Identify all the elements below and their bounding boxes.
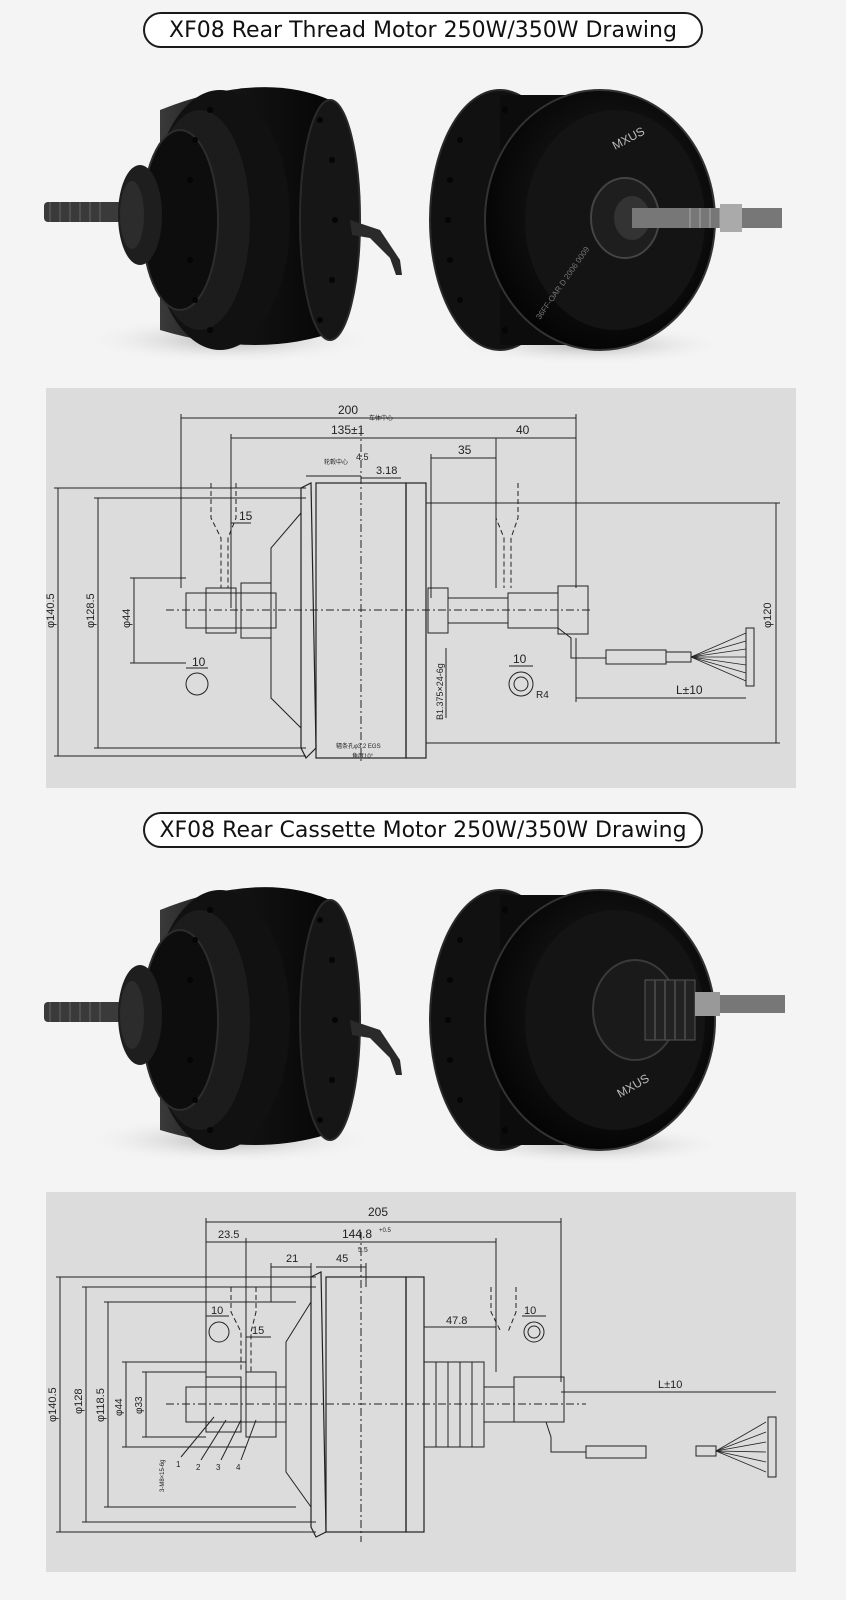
dim-phi-44: φ44 — [121, 609, 133, 628]
dim-phi-128-5: φ128.5 — [85, 593, 97, 628]
cable-length-label: L±10 — [676, 683, 703, 697]
spoke-hole-note: 辐条孔φ3.2 EGS — [336, 742, 381, 750]
dim-phi-140-5: φ140.5 — [47, 1387, 59, 1422]
dim-3-18: 3.18 — [376, 465, 397, 477]
dim-phi-33: φ33 — [134, 1396, 145, 1414]
dim-144-8: 144.8 — [342, 1227, 372, 1241]
dim-15: 15 — [252, 1325, 264, 1337]
dim-phi-140-5: φ140.5 — [46, 593, 57, 628]
cassette-motor-photo-cover-view: MXUS — [429, 889, 785, 1165]
dim-135: 135±1 — [331, 423, 365, 437]
dim-4-5: 4.5 — [356, 452, 369, 462]
dim-21: 21 — [286, 1253, 298, 1265]
motor-photo-side-view — [44, 87, 402, 364]
motor-photo-cover-view: MXUS 36FF-OAR D 2006 0009 — [429, 89, 782, 365]
center-note: 车体中心 — [369, 414, 393, 422]
callout-4: 4 — [236, 1463, 241, 1472]
thread-spec: 3-M8×15-6g — [160, 1459, 166, 1492]
dim-144-8-tolerance: +0.5 — [379, 1228, 392, 1234]
dim-phi-128: φ128 — [73, 1389, 85, 1415]
dim-23-5: 23.5 — [218, 1229, 239, 1241]
dim-phi-118-5: φ118.5 — [95, 1388, 107, 1422]
section2-title: XF08 Rear Cassette Motor 250W/350W Drawi… — [143, 812, 703, 848]
dim-10-left: 10 — [192, 655, 206, 669]
dim-35: 35 — [458, 443, 472, 457]
dim-phi-120: φ120 — [762, 603, 774, 629]
dim-15: 15 — [239, 509, 253, 523]
dim-40: 40 — [516, 423, 530, 437]
dim-45: 45 — [336, 1253, 348, 1265]
dim-5-5: 5.5 — [358, 1247, 368, 1254]
callout-1: 1 — [176, 1460, 181, 1469]
dim-200: 200 — [338, 403, 358, 417]
dim-205: 205 — [368, 1205, 388, 1219]
cassette-motor-technical-drawing: 205 23.5 144.8 +0.5 21 45 5.5 10 10 15 4… — [46, 1192, 796, 1572]
callout-2: 2 — [196, 1463, 201, 1472]
section1-title: XF08 Rear Thread Motor 250W/350W Drawing — [143, 12, 703, 48]
callout-3: 3 — [216, 1463, 221, 1472]
dim-10-right: 10 — [513, 652, 527, 666]
angle-note: 角度10° — [352, 752, 374, 760]
dim-phi-44: φ44 — [114, 1398, 125, 1416]
thread-spec: B1.375×24-6g — [435, 663, 445, 720]
dim-47-8: 47.8 — [446, 1315, 467, 1327]
thread-motor-technical-drawing: 200 135±1 40 35 4.5 3.18 15 10 10 R4 L±1… — [46, 388, 796, 788]
hub-note: 轮毂中心 — [324, 458, 348, 466]
cassette-motor-photo-side-view — [44, 887, 402, 1164]
cable-length-label: L±10 — [658, 1379, 682, 1391]
dim-10-left: 10 — [211, 1305, 223, 1317]
dim-r4: R4 — [536, 690, 549, 701]
dim-10-right: 10 — [524, 1305, 536, 1317]
